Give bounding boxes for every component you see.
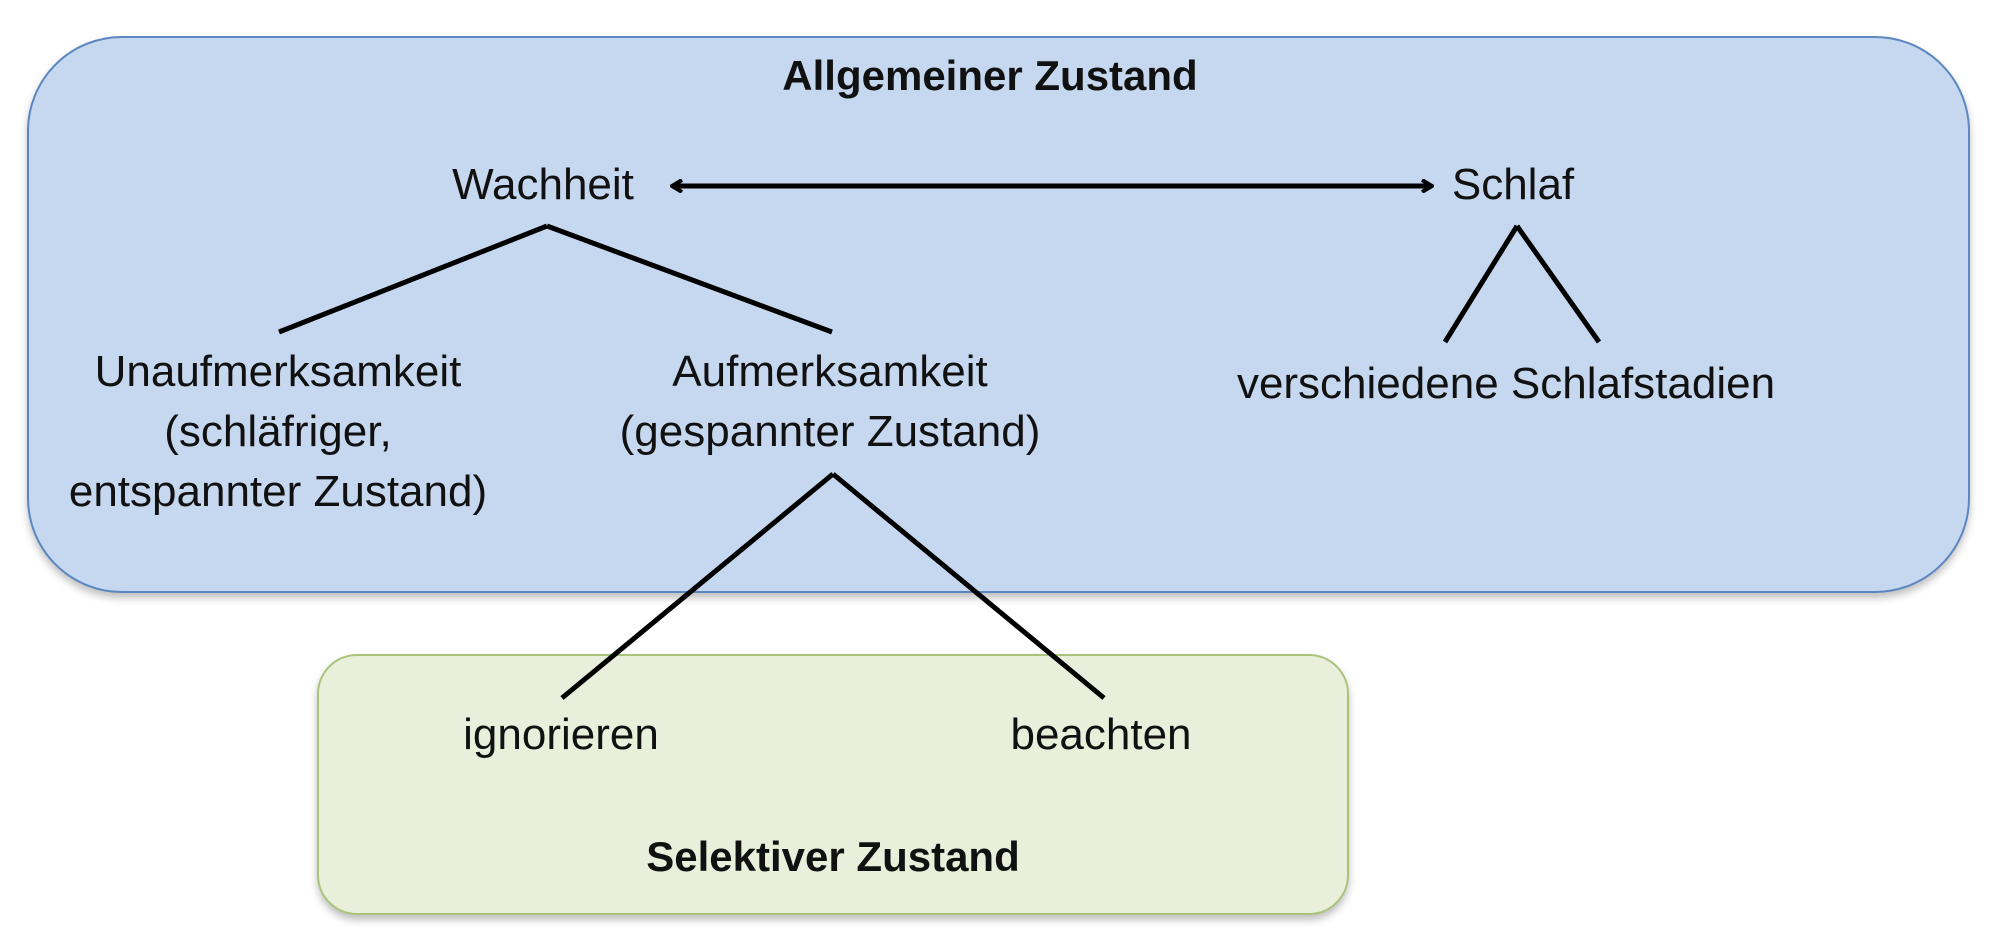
inattention-label-line3: entspannter Zustand) <box>68 467 488 516</box>
general-state-region <box>27 36 1970 593</box>
attention-label-line2: (gespannter Zustand) <box>619 407 1041 456</box>
sleep-label: Schlaf <box>1451 160 1575 209</box>
wakefulness-label: Wachheit <box>452 160 634 209</box>
inattention-label-line1: Unaufmerksamkeit <box>94 347 462 396</box>
sleep-stages-label: verschiedene Schlafstadien <box>1236 359 1776 408</box>
selective-state-region <box>317 654 1349 915</box>
attend-label: beachten <box>1010 710 1192 759</box>
schlaf-to-stadien-right-line <box>1514 224 1602 344</box>
wachheit-to-unaufmerksamkeit-line <box>278 223 548 335</box>
schlaf-to-stadien-left-line <box>1442 224 1520 344</box>
inattention-label-line2: (schläfriger, <box>164 407 392 456</box>
aufmerksamkeit-to-beachten-line <box>831 472 1106 700</box>
attention-label-line1: Aufmerksamkeit <box>672 347 988 396</box>
selective-state-title: Selektiver Zustand <box>646 833 1020 880</box>
wachheit-to-aufmerksamkeit-line <box>546 223 833 335</box>
general-state-title: Allgemeiner Zustand <box>782 52 1198 99</box>
ignore-label: ignorieren <box>463 710 659 759</box>
aufmerksamkeit-to-ignorieren-line <box>560 472 835 700</box>
